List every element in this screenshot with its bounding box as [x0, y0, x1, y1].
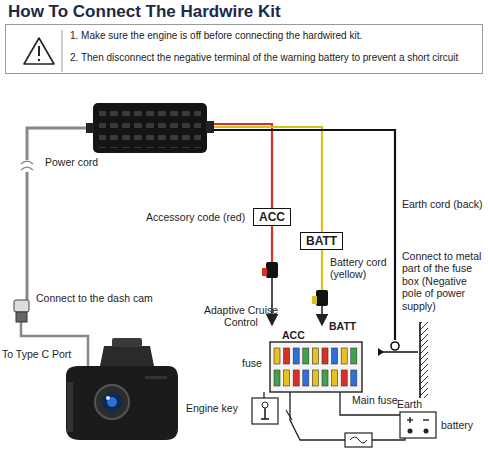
tag-label: ACC	[259, 210, 285, 224]
dash-cam	[66, 338, 178, 440]
callout-label: Battery cord (yellow)	[330, 256, 390, 281]
wire-tag: BATT	[300, 232, 343, 250]
fuse-blade	[284, 348, 290, 364]
callout-label: Power cord	[45, 156, 98, 168]
fuse-blade	[322, 370, 328, 386]
callout-label: fuse	[242, 357, 262, 369]
callout-label: BATT	[329, 320, 356, 332]
fuse-blade	[332, 348, 338, 364]
fuse-blade	[351, 370, 357, 386]
fuse-blade	[332, 370, 338, 386]
fuse-blade	[312, 348, 318, 364]
callout-label: Earth cord (back)	[402, 198, 483, 210]
main-fuse	[345, 433, 372, 447]
wire-tag: ACC	[253, 208, 291, 226]
tag-label: BATT	[306, 234, 337, 248]
warning-icon	[24, 30, 62, 72]
fuse-blade	[341, 348, 347, 364]
callout-label: Connect to metal part of the fuse box (N…	[402, 250, 484, 312]
fuse-blade	[351, 348, 357, 364]
supply-circuit	[264, 392, 405, 440]
fuse-blade	[274, 370, 280, 386]
callout-label: Connect to the dash cam	[36, 292, 153, 304]
callout-label: Adaptive Cruise Control	[196, 304, 286, 329]
hardwire-module	[86, 103, 214, 153]
callout-label: battery	[441, 419, 473, 431]
callout-label: Earth	[397, 398, 422, 410]
fuse-blade	[274, 348, 280, 364]
battery-symbol	[400, 412, 436, 438]
warning-note: 2. Then disconnect the negative terminal…	[70, 52, 476, 65]
fuse-blade	[322, 348, 328, 364]
fuse-blade	[303, 370, 309, 386]
callout-label: Engine key	[186, 402, 238, 414]
fuse-blade	[303, 348, 309, 364]
fuse-blade	[284, 370, 290, 386]
callout-label: To Type C Port	[2, 348, 71, 360]
callout-label: ACC	[282, 329, 305, 341]
fuse-box	[270, 342, 362, 392]
diagram-title: How To Connect The Hardwire Kit	[8, 2, 281, 22]
warning-note: 1. Make sure the engine is off before co…	[70, 30, 476, 43]
earth-terminal	[378, 322, 428, 398]
fuse-blade	[312, 370, 318, 386]
callout-label: Main fuse	[352, 394, 398, 406]
fuse-blade	[293, 348, 299, 364]
callout-label: Accessory code (red)	[146, 211, 245, 223]
fuse-blade	[341, 370, 347, 386]
warning-box: 1. Make sure the engine is off before co…	[5, 24, 483, 74]
usb-c-connector	[14, 300, 29, 322]
engine-key	[252, 398, 292, 424]
fuse-blade	[293, 370, 299, 386]
